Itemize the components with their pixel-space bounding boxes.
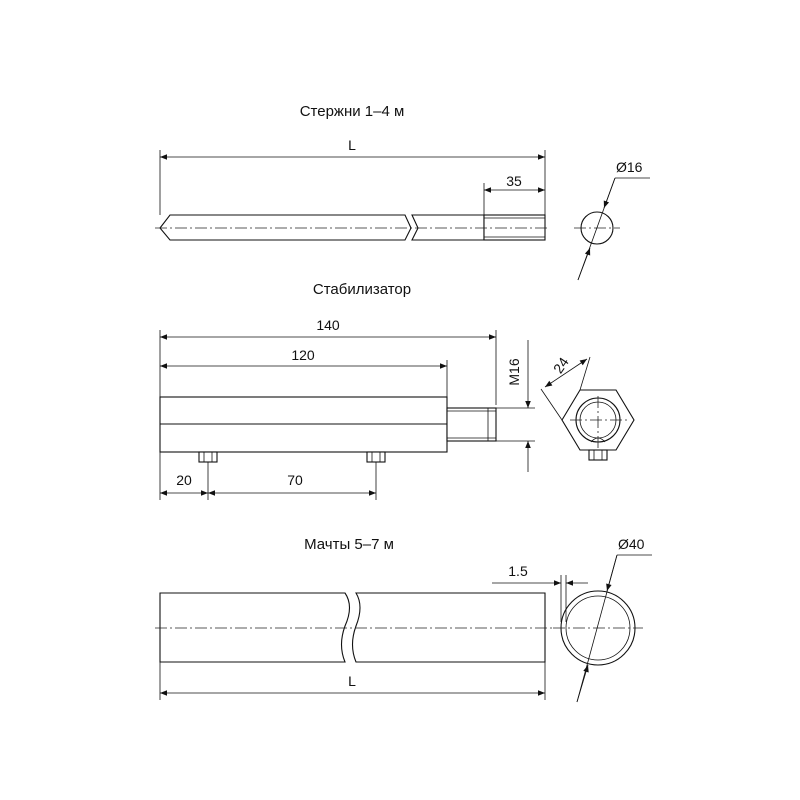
stabilizer-drawing	[159, 396, 497, 463]
masts-length-label: L	[348, 673, 356, 689]
stabilizer-offset-dimensions: 20 70	[159, 452, 377, 500]
stabilizer-bolt-2	[366, 451, 386, 463]
stabilizer-offset2-label: 70	[287, 472, 303, 488]
masts-title: Мачты 5–7 м	[304, 536, 394, 553]
rod-cross-section: Ø16	[574, 159, 650, 281]
rod-diameter-label: Ø16	[616, 159, 643, 175]
mast-wall-label: 1.5	[508, 563, 528, 579]
stabilizer-section: Стабилизатор 140 120	[159, 281, 635, 500]
masts-length-dimension: L	[159, 662, 546, 700]
masts-section: Мачты 5–7 м L 1.5	[155, 536, 652, 703]
mast-body-right	[351, 592, 546, 663]
rods-section: Стержни 1–4 м L 35	[155, 103, 650, 281]
rod-body-left	[159, 214, 412, 241]
stabilizer-total-label: 140	[316, 317, 340, 333]
rod-thread	[483, 214, 546, 241]
stabilizer-thread	[446, 407, 497, 442]
stabilizer-thread-label: M16	[506, 358, 522, 385]
stabilizer-thread-dimension: M16	[496, 340, 535, 472]
mast-cross-section: 1.5 Ø40	[492, 536, 652, 703]
mast-body-left	[159, 592, 351, 663]
rods-title: Стержни 1–4 м	[300, 103, 405, 120]
rod-drawing	[155, 214, 550, 241]
stabilizer-bolt-1	[198, 451, 218, 463]
rods-length-dimension: L	[159, 137, 546, 215]
stabilizer-hex-label: 24	[550, 354, 572, 376]
mast-diameter-label: Ø40	[618, 536, 645, 552]
rods-thread-label: 35	[506, 173, 522, 189]
stabilizer-body-label: 120	[291, 347, 315, 363]
mast-drawing	[155, 592, 552, 663]
stabilizer-body-dimension: 120	[160, 347, 448, 397]
rod-body-right	[411, 214, 485, 241]
stabilizer-end-view: 24	[540, 354, 635, 461]
stabilizer-title: Стабилизатор	[313, 281, 411, 298]
stabilizer-total-dimension: 140	[159, 317, 497, 405]
rods-thread-dimension: 35	[483, 173, 545, 215]
rods-length-label: L	[348, 137, 356, 153]
stabilizer-end-bolt	[588, 449, 608, 461]
stabilizer-offset1-label: 20	[176, 472, 192, 488]
